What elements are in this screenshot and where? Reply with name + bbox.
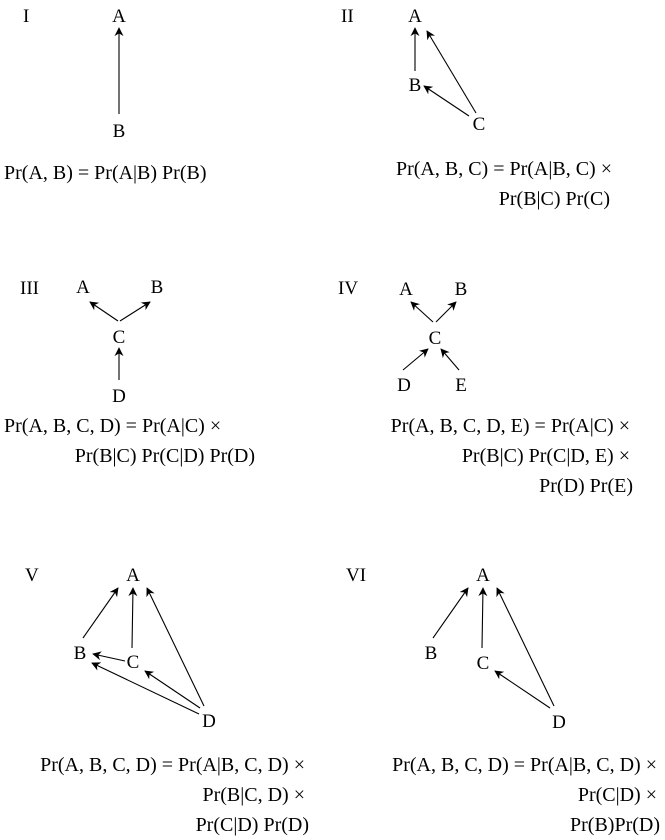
panel-4-edge-e-c: [440, 348, 460, 371]
panel-3-label: III: [20, 278, 39, 299]
panel-5-equation-line-1: Pr(A, B, C, D) = Pr(A|B, C, D) ×: [40, 754, 305, 776]
panel-1-equation-line-1: Pr(A, B) = Pr(A|B) Pr(B): [4, 162, 207, 184]
panel-6: VI A B C D: [346, 565, 566, 733]
panel-2-label: II: [341, 6, 354, 27]
panel-5-node-d: D: [202, 711, 216, 732]
panel-5-edge-c-a: [128, 587, 138, 649]
panel-5-node-a: A: [126, 565, 140, 586]
panel-3-equation-line-1: Pr(A, B, C, D) = Pr(A|C) ×: [4, 415, 222, 437]
panel-2-edge-c-a: [426, 30, 477, 114]
panel-1-node-b: B: [113, 121, 126, 142]
panel-1-node-a: A: [112, 6, 126, 27]
panel-2-node-a: A: [408, 6, 422, 27]
panel-4-edge-d-c: [402, 348, 429, 371]
panel-3: III A B C D: [20, 277, 163, 407]
panel-6-node-a: A: [476, 565, 490, 586]
panel-5-edge-b-a: [82, 587, 119, 639]
panel-5-edge-d-b: [91, 662, 200, 715]
panel-3-node-c: C: [113, 327, 126, 348]
panel-4-edge-c-b: [435, 301, 457, 323]
panel-5-equation-line-3: Pr(C|D) Pr(D): [195, 814, 309, 836]
panel-6-equation-line-2: Pr(C|D) ×: [577, 784, 657, 806]
panel-6-edge-b-a: [432, 587, 469, 639]
panel-3-node-b: B: [151, 277, 164, 298]
panel-4-edge-c-a: [410, 301, 434, 323]
panel-4-node-a: A: [399, 279, 413, 300]
panel-3-node-a: A: [76, 277, 90, 298]
panel-1-label: I: [23, 6, 29, 27]
panel-2-equation-line-1: Pr(A, B, C) = Pr(A|B, C) ×: [395, 158, 612, 180]
panel-2: II A B C: [341, 6, 485, 135]
panel-5: V A B C D: [25, 565, 216, 732]
panel-5-node-b: B: [74, 643, 87, 664]
panel-6-node-d: D: [552, 712, 566, 733]
panel-2-node-c: C: [473, 114, 486, 135]
panel-2-equation-line-2: Pr(B|C) Pr(C): [498, 188, 610, 210]
panel-2-edge-c-b: [423, 85, 470, 117]
panel-5-edge-c-b: [92, 651, 126, 662]
panel-6-edge-d-a: [496, 587, 555, 707]
panel-6-equation-line-3: Pr(B)Pr(D): [570, 814, 660, 836]
panel-3-edge-c-a: [89, 301, 119, 322]
panel-5-edge-d-a: [146, 587, 205, 707]
panel-4-node-d: D: [397, 375, 411, 396]
panel-4-node-e: E: [455, 375, 467, 396]
panel-6-edge-c-a: [478, 587, 488, 649]
panel-3-node-d: D: [112, 386, 126, 407]
panel-6-edge-d-c: [494, 670, 551, 709]
panel-2-node-b: B: [409, 75, 422, 96]
panel-6-node-b: B: [425, 643, 438, 664]
panel-4-equation-line-3: Pr(D) Pr(E): [539, 475, 633, 497]
panel-6-node-c: C: [477, 653, 490, 674]
panel-5-node-c: C: [127, 652, 140, 673]
panel-4-equation-line-1: Pr(A, B, C, D, E) = Pr(A|C) ×: [390, 415, 630, 437]
panel-5-label: V: [25, 565, 39, 586]
panel-4: IV A B C D E: [338, 278, 467, 396]
panel-4-label: IV: [338, 278, 358, 299]
panel-4-node-c: C: [429, 328, 442, 349]
panel-3-edge-c-b: [119, 301, 151, 322]
panel-6-equation-line-1: Pr(A, B, C, D) = Pr(A|B, C, D) ×: [392, 754, 657, 776]
panel-1: I A B: [23, 6, 126, 142]
panel-4-equation-line-2: Pr(B|C) Pr(C|D, E) ×: [461, 445, 630, 467]
panel-4-node-b: B: [455, 279, 468, 300]
panel-5-equation-line-2: Pr(B|C, D) ×: [202, 784, 305, 806]
panel-6-label: VI: [346, 565, 366, 586]
panel-5-edge-d-c: [144, 670, 201, 709]
panel-3-equation-line-2: Pr(B|C) Pr(C|D) Pr(D): [74, 445, 255, 467]
